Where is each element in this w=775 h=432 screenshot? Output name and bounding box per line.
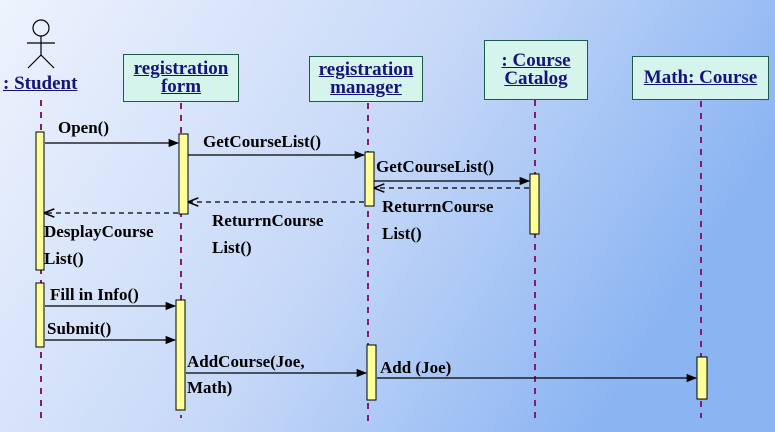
activation-manager-1 [364, 151, 375, 207]
object-line2: manager [330, 77, 402, 98]
activation-math [696, 356, 708, 400]
message-add: Add (Joe) [380, 358, 452, 377]
activation-student-1 [35, 131, 45, 271]
message-return-catalog-line1: ReturrnCourse [382, 197, 494, 216]
activation-catalog [529, 173, 540, 235]
message-display-line1: DesplayCourse [44, 222, 154, 241]
activation-student-2 [35, 282, 45, 348]
object-line2: Catalog [504, 68, 568, 89]
message-display-line2: List() [44, 249, 84, 268]
object-course-catalog: : Course Catalog [484, 40, 588, 100]
message-getcourselist-1: GetCourseList() [203, 132, 322, 151]
message-getcourselist-2: GetCourseList() [376, 157, 495, 176]
message-return-manager-line2: List() [212, 238, 252, 257]
object-line1: registration [318, 59, 414, 80]
message-return-manager-line1: ReturrnCourse [212, 211, 324, 230]
object-math-course: Math: Course [632, 56, 769, 100]
object-line2: form [160, 76, 202, 97]
object-registration-manager: registration manager [309, 56, 423, 102]
message-addcourse-line1: AddCourse(Joe, [187, 352, 305, 371]
activation-manager-2 [366, 344, 377, 401]
message-fill-in-info: Fill in Info() [50, 285, 139, 304]
message-addcourse-line2: Math) [187, 378, 233, 397]
object-line1: Math: Course [643, 67, 758, 88]
stick-figure-icon [27, 19, 55, 69]
message-return-catalog-line2: List() [382, 224, 422, 243]
message-submit: Submit() [47, 319, 112, 338]
object-registration-form: registration form [123, 54, 239, 102]
activation-form-2 [175, 299, 186, 411]
object-line1: registration [133, 58, 229, 79]
message-open: Open() [58, 118, 109, 137]
activation-form-1 [178, 133, 189, 215]
actor-label: : Student [3, 73, 78, 94]
object-line1: : Course [501, 50, 571, 71]
